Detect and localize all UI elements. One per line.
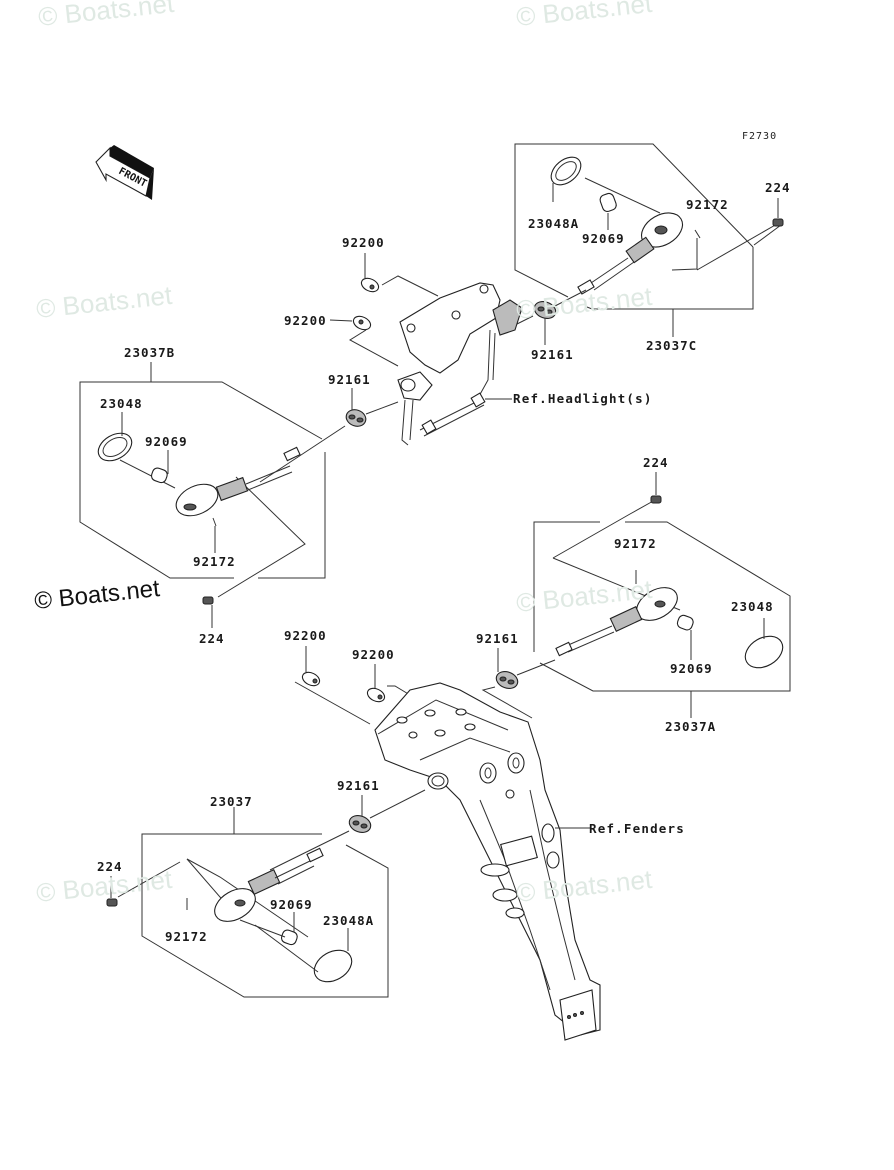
- part-label-screw[interactable]: 92172: [614, 536, 657, 551]
- part-label-clip[interactable]: 92200: [284, 313, 327, 328]
- part-label-assembly[interactable]: 23037: [210, 794, 253, 809]
- rear-fender-bracket: [374, 682, 601, 1041]
- part-label-lens[interactable]: 23048: [731, 599, 774, 614]
- part-label-lens[interactable]: 23048: [100, 396, 143, 411]
- part-label-damper[interactable]: 92161: [476, 631, 519, 646]
- part-label-bulb[interactable]: 92069: [145, 434, 188, 449]
- part-label-screw[interactable]: 92172: [165, 929, 208, 944]
- part-label-lens[interactable]: 23048A: [323, 913, 375, 928]
- part-label-bolt[interactable]: 224: [199, 631, 225, 646]
- reference-headlight[interactable]: Ref.Headlight(s): [513, 391, 653, 406]
- housing-front-left: [175, 446, 301, 517]
- front-arrow-icon: FRONT: [95, 145, 154, 200]
- part-label-bulb[interactable]: 92069: [670, 661, 713, 676]
- part-label-clip[interactable]: 92200: [342, 235, 385, 250]
- damper-front-left: [259, 388, 399, 483]
- part-label-bulb[interactable]: 92069: [582, 231, 625, 246]
- part-label-lens[interactable]: 23048A: [528, 216, 580, 231]
- clip-rear-right: [366, 664, 411, 703]
- front-bracket: [397, 282, 523, 446]
- clip-front-lower: [329, 315, 399, 367]
- part-label-bulb[interactable]: 92069: [270, 897, 313, 912]
- bolt-rear-right: [650, 472, 662, 504]
- bulb-rear-left: [239, 912, 298, 946]
- bolt-front-right: [772, 198, 784, 227]
- lens-front-left: [97, 412, 176, 489]
- lens-rear-right: [744, 618, 784, 669]
- bulb-rear-right: [676, 614, 694, 660]
- bulb-front-right: [599, 192, 617, 230]
- bolt-rear-left: [106, 861, 181, 907]
- damper-rear-right: [481, 648, 556, 719]
- part-label-clip[interactable]: 92200: [284, 628, 327, 643]
- figure-id: F2730: [742, 131, 778, 142]
- part-label-assembly[interactable]: 23037C: [646, 338, 698, 353]
- group-outline-rear-left: [141, 807, 389, 998]
- reference-fenders[interactable]: Ref.Fenders: [589, 821, 685, 836]
- part-label-damper[interactable]: 92161: [337, 778, 380, 793]
- clip-rear-left: [294, 646, 371, 725]
- group-outline-front-right: [514, 143, 782, 337]
- housing-rear-right: [555, 587, 678, 657]
- part-label-assembly[interactable]: 23037A: [665, 719, 717, 734]
- lens-front-right: [550, 156, 661, 214]
- clip-front-upper: [360, 253, 439, 297]
- part-label-screw[interactable]: 92172: [193, 554, 236, 569]
- screw-front-left: [212, 517, 217, 527]
- part-label-bolt[interactable]: 224: [765, 180, 791, 195]
- part-label-damper[interactable]: 92161: [531, 347, 574, 362]
- screw-front-right: [694, 229, 701, 239]
- part-label-assembly[interactable]: 23037B: [124, 345, 176, 360]
- bolt-front-left: [202, 596, 214, 628]
- bulb-front-left: [150, 450, 169, 484]
- lens-rear-left: [254, 924, 353, 983]
- part-label-bolt[interactable]: 224: [643, 455, 669, 470]
- damper-rear-left: [269, 789, 426, 871]
- part-label-bolt[interactable]: 224: [97, 859, 123, 874]
- part-label-clip[interactable]: 92200: [352, 647, 395, 662]
- part-label-screw[interactable]: 92172: [686, 197, 729, 212]
- damper-front-right: [516, 289, 587, 345]
- housing-rear-left: [214, 847, 324, 922]
- part-label-damper[interactable]: 92161: [328, 372, 371, 387]
- housing-front-right: [577, 212, 684, 295]
